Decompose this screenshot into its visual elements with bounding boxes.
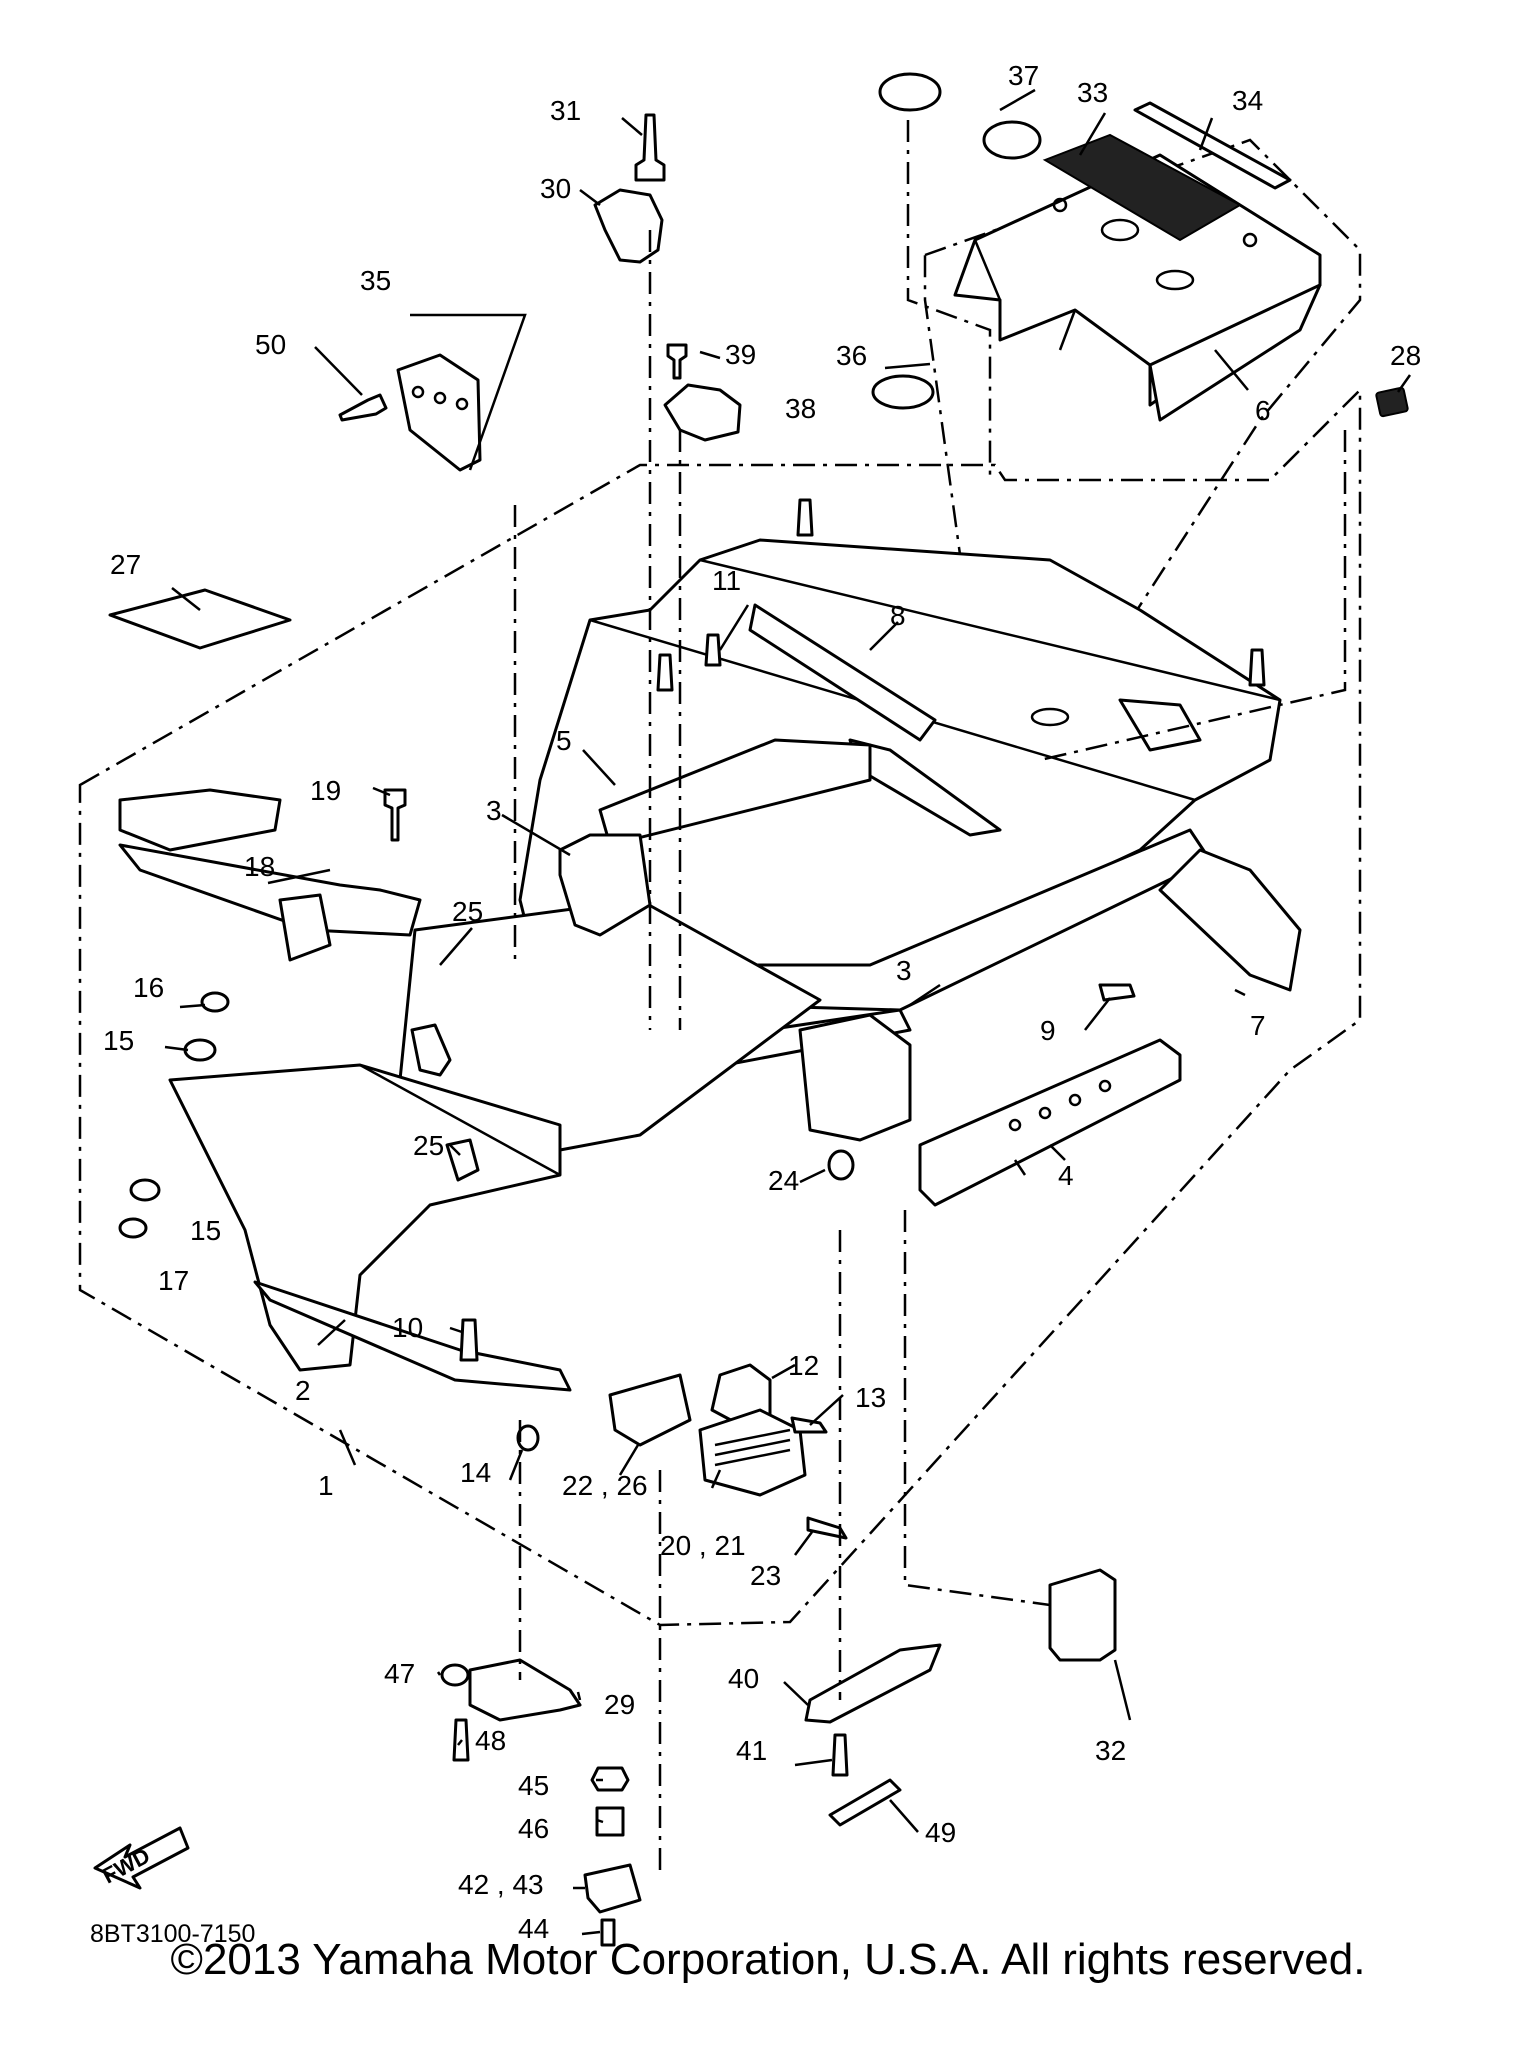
callout-3a: 3 <box>486 795 502 826</box>
part-47-washer <box>440 1663 470 1687</box>
callout-50: 50 <box>255 329 286 360</box>
callout-15b: 15 <box>190 1215 221 1246</box>
callout-25b: 25 <box>413 1130 444 1161</box>
callout-2: 2 <box>295 1375 311 1406</box>
callout-32: 32 <box>1095 1735 1126 1766</box>
part-27-plate <box>108 588 292 650</box>
callout-25a: 25 <box>452 896 483 927</box>
frame-assembly-outline <box>78 386 1362 1627</box>
part-50-rivet <box>338 393 388 422</box>
part-37-pad-a <box>878 72 942 112</box>
part-29-bracket <box>468 1658 582 1722</box>
part-40-plate <box>804 1643 942 1724</box>
callout-39: 39 <box>725 339 756 370</box>
callout-31: 31 <box>550 95 581 126</box>
callout-17: 17 <box>158 1265 189 1296</box>
callout-48: 48 <box>475 1725 506 1756</box>
part-44-bolt <box>600 1918 616 1947</box>
cover-assembly-outline <box>923 138 1362 762</box>
top-cover <box>953 153 1322 422</box>
callout-36: 36 <box>836 340 867 371</box>
callout-5: 5 <box>556 725 572 756</box>
callout-1: 1 <box>318 1470 334 1501</box>
part-49-strip <box>828 1778 902 1827</box>
callout-24: 24 <box>768 1165 799 1196</box>
callout-12: 12 <box>788 1350 819 1381</box>
callout-30: 30 <box>540 173 571 204</box>
part-37-pad-b <box>982 120 1042 160</box>
part-28-pad <box>1375 386 1409 418</box>
callout-22-26: 22 , 26 <box>562 1470 648 1501</box>
callout-40: 40 <box>728 1663 759 1694</box>
callout-28: 28 <box>1390 340 1421 371</box>
part-30-bracket <box>593 188 664 264</box>
callout-15a: 15 <box>103 1025 134 1056</box>
callout-9: 9 <box>1040 1015 1056 1046</box>
callout-10: 10 <box>392 1312 423 1343</box>
main-frame <box>118 498 1302 1540</box>
callout-47: 47 <box>384 1658 415 1689</box>
callout-14: 14 <box>460 1457 491 1488</box>
leader-lines <box>164 88 1412 1936</box>
callout-35: 35 <box>360 265 391 296</box>
callout-45: 45 <box>518 1770 549 1801</box>
callout-37: 37 <box>1008 60 1039 91</box>
part-38-bracket <box>663 383 742 442</box>
callout-27: 27 <box>110 549 141 580</box>
callout-42-43: 42 , 43 <box>458 1869 544 1900</box>
part-36-pad <box>871 374 935 410</box>
part-41-bolt <box>831 1733 849 1777</box>
guide-line <box>513 120 1347 1870</box>
callout-19: 19 <box>310 775 341 806</box>
callout-20-21: 20 , 21 <box>660 1530 746 1561</box>
part-35-mudflap <box>396 313 527 472</box>
callout-44: 44 <box>518 1913 549 1944</box>
part-45-nut <box>590 1766 630 1792</box>
callout-34: 34 <box>1232 85 1263 116</box>
callout-13: 13 <box>855 1382 886 1413</box>
part-32-pad <box>1048 1568 1117 1662</box>
callout-16: 16 <box>133 972 164 1003</box>
diagram-code: 8BT3100-7150 <box>90 1920 255 1948</box>
part-46-collar <box>595 1806 625 1837</box>
callout-33: 33 <box>1077 77 1108 108</box>
callout-29: 29 <box>604 1689 635 1720</box>
copyright-notice: ©2013 Yamaha Motor Corporation, U.S.A. A… <box>170 1935 1366 1984</box>
callout-7: 7 <box>1250 1010 1266 1041</box>
callout-46: 46 <box>518 1813 549 1844</box>
callout-11: 11 <box>712 565 741 596</box>
callout-41: 41 <box>736 1735 767 1766</box>
fwd-arrow-icon: FWD <box>93 1826 190 1890</box>
callout-49: 49 <box>925 1817 956 1848</box>
callout-8: 8 <box>890 600 906 631</box>
callout-3b: 3 <box>896 955 912 986</box>
part-31-bolt <box>634 113 666 182</box>
callout-38: 38 <box>785 393 816 424</box>
callout-6: 6 <box>1255 395 1271 426</box>
part-42-43-mount <box>583 1863 642 1914</box>
callout-23: 23 <box>750 1560 781 1591</box>
callout-4: 4 <box>1058 1160 1074 1191</box>
part-39-bolt <box>666 343 688 380</box>
callout-18: 18 <box>244 851 275 882</box>
part-34-tape <box>1133 101 1292 190</box>
